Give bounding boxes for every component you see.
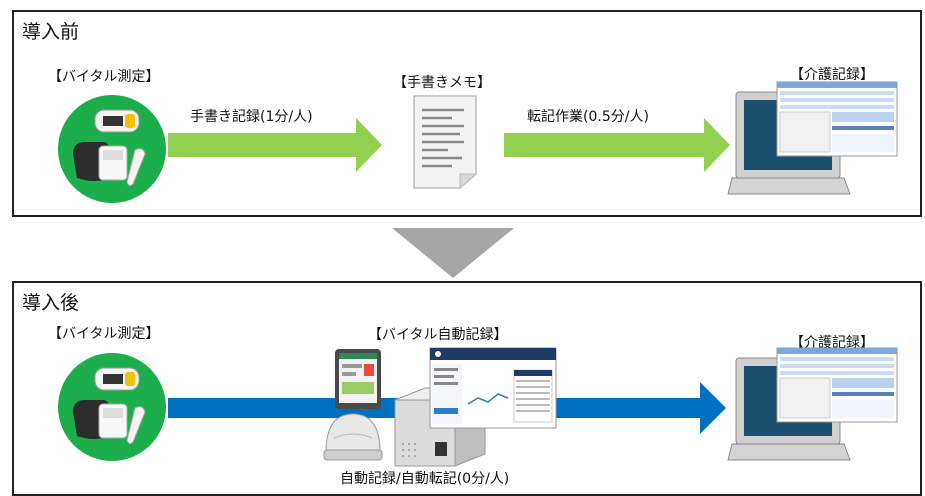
before-vital-label: 【バイタル測定】 [48, 69, 160, 85]
monitor-screen-icon [429, 347, 557, 429]
before-arrow1-label: 手書き記録(1分/人) [190, 109, 313, 125]
laptop-icon [727, 81, 898, 195]
memo-icon [413, 95, 478, 190]
vital-devices-icon [58, 95, 166, 203]
base-station-icon [323, 413, 383, 461]
tablet-icon [335, 349, 381, 409]
after-bottom-label: 自動記録/自動転記(0分/人) [340, 471, 510, 487]
after-vital-label: 【バイタル測定】 [48, 326, 160, 342]
after-system-label: 【バイタル自動記録】 [368, 327, 508, 343]
vital-devices-icon [58, 353, 166, 461]
after-title: 導入後 [22, 292, 80, 314]
before-arrow2-label: 転記作業(0.5分/人) [527, 109, 649, 125]
after-record-label: 【介護記録】 [790, 335, 874, 351]
before-title: 導入前 [22, 21, 80, 43]
before-record-label: 【介護記録】 [790, 67, 874, 83]
before-memo-label: 【手書きメモ】 [393, 75, 491, 91]
laptop-icon [727, 347, 898, 461]
